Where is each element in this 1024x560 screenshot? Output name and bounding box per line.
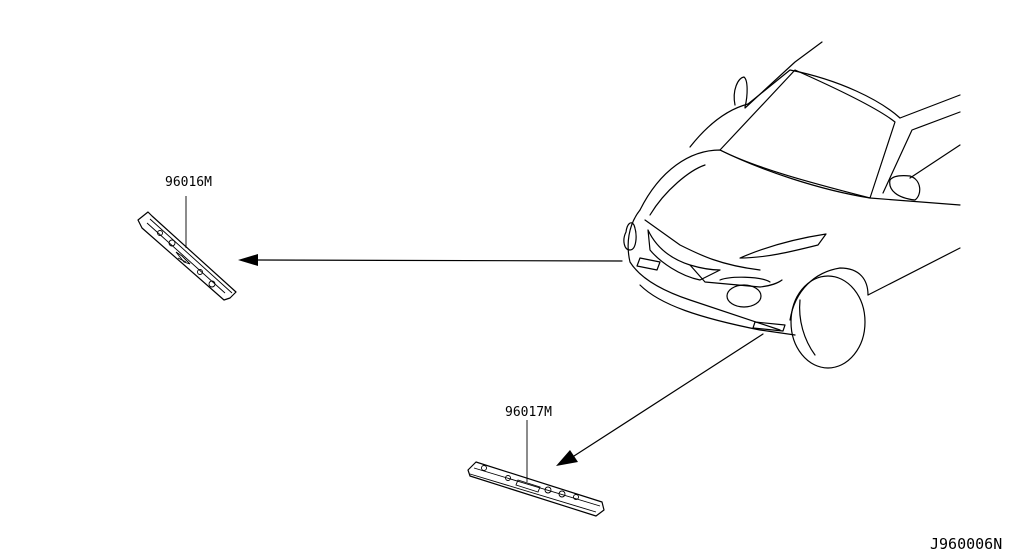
diagram-reference-code: J960006N xyxy=(930,535,1002,553)
vehicle-illustration xyxy=(623,41,961,369)
part-96016M-sill-plate xyxy=(137,211,237,301)
part-number-label-96017M: 96017M xyxy=(505,405,552,420)
part-number-label-96016M: 96016M xyxy=(165,175,212,190)
part-96017M-sill-plate xyxy=(467,461,605,517)
arrow-to-96016M xyxy=(238,254,623,266)
arrow-to-96017M xyxy=(556,333,764,466)
